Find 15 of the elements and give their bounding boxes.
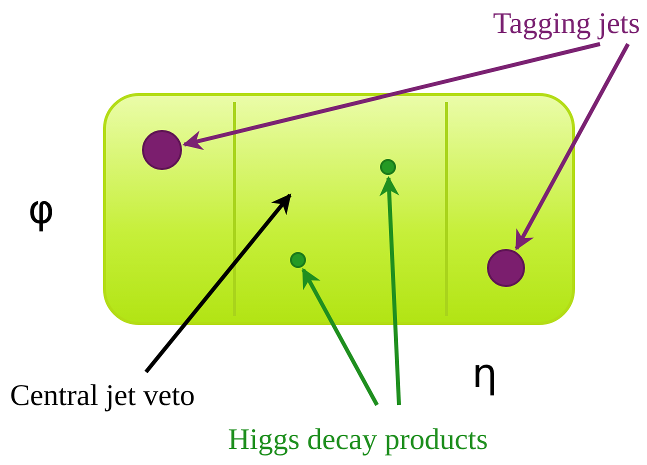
arrow	[514, 43, 630, 250]
callout-label: Tagging jets	[493, 6, 640, 42]
callout-label: Central jet veto	[10, 378, 195, 414]
arrow	[144, 193, 292, 374]
particle-dot	[290, 252, 306, 268]
callout-label: Higgs decay products	[228, 422, 488, 458]
particle-dot	[487, 249, 525, 287]
particle-dot	[142, 130, 182, 170]
axis-symbol: η	[472, 352, 498, 396]
arrow	[182, 42, 600, 150]
particle-dot	[380, 159, 396, 175]
axis-symbol: φ	[28, 188, 54, 232]
arrow	[302, 268, 379, 406]
detector-band	[103, 93, 575, 325]
arrow	[379, 176, 401, 406]
